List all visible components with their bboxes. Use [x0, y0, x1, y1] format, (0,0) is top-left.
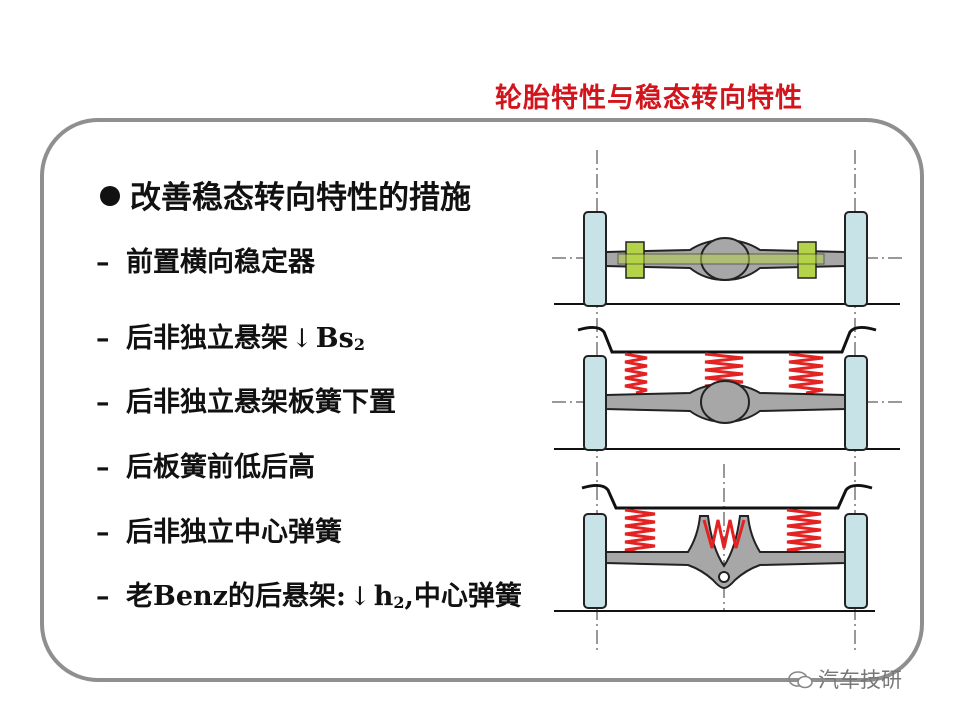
wheel-left	[583, 513, 607, 609]
item-text: 前置横向稳定器	[126, 247, 315, 278]
dash: –	[96, 452, 110, 483]
list-item: –后非独立悬架板簧下置	[96, 386, 396, 420]
watermark-text: 汽车技研	[818, 668, 902, 692]
coil-spring	[624, 508, 656, 555]
dash: –	[96, 247, 110, 278]
item-text: 老Benz的后悬架:	[126, 581, 346, 612]
down-arrow-icon: ↓	[291, 324, 313, 354]
dash: –	[96, 387, 110, 418]
list-item: –老Benz的后悬架:↓h2,中心弹簧	[96, 580, 522, 620]
content-panel	[40, 118, 924, 682]
subscript: 2	[353, 335, 365, 354]
diagram-center-spring	[554, 464, 875, 612]
diagram-front-stabilizer	[552, 211, 905, 307]
wheel-left	[583, 211, 607, 307]
slide-title: 轮胎特性与稳态转向特性	[495, 83, 803, 114]
watermark: 汽车技研	[788, 664, 902, 694]
pivot-joint	[718, 571, 730, 583]
bullet-dot-icon	[100, 186, 120, 206]
item-text: 后非独立中心弹簧	[126, 517, 342, 548]
diagram-rear-rigid-axle	[552, 325, 905, 451]
item-rest: ,中心弹簧	[404, 581, 522, 612]
dash: –	[96, 323, 110, 354]
wheel-right	[844, 355, 868, 451]
body-frame	[577, 325, 877, 354]
body-frame	[581, 483, 873, 510]
heading-text: 改善稳态转向特性的措施	[130, 180, 471, 216]
dash: –	[96, 517, 110, 548]
coil-spring	[786, 508, 822, 555]
list-item: –后板簧前低后高	[96, 451, 315, 485]
item-text: 后非独立悬架	[126, 323, 288, 354]
list-item: –后非独立中心弹簧	[96, 516, 342, 550]
subscript: 2	[393, 593, 405, 612]
dash: –	[96, 581, 110, 612]
item-text: 后非独立悬架板簧下置	[126, 387, 396, 418]
center-spring	[702, 519, 746, 549]
down-arrow-icon: ↓	[348, 582, 371, 612]
list-item: –后非独立悬架↓Bs2	[96, 322, 365, 362]
wheel-right	[844, 513, 868, 609]
wechat-icon	[788, 671, 813, 689]
item-text: 后板簧前低后高	[126, 452, 315, 483]
list-item: –前置横向稳定器	[96, 246, 315, 280]
coil-spring	[788, 352, 824, 395]
section-heading: 改善稳态转向特性的措施	[100, 172, 471, 217]
differential	[700, 380, 750, 424]
wheel-left	[583, 355, 607, 451]
symbol: h	[373, 581, 394, 612]
coil-spring	[624, 352, 648, 395]
wheel-right	[844, 211, 868, 307]
stabilizer-bar	[617, 253, 825, 265]
symbol: Bs	[315, 323, 354, 354]
